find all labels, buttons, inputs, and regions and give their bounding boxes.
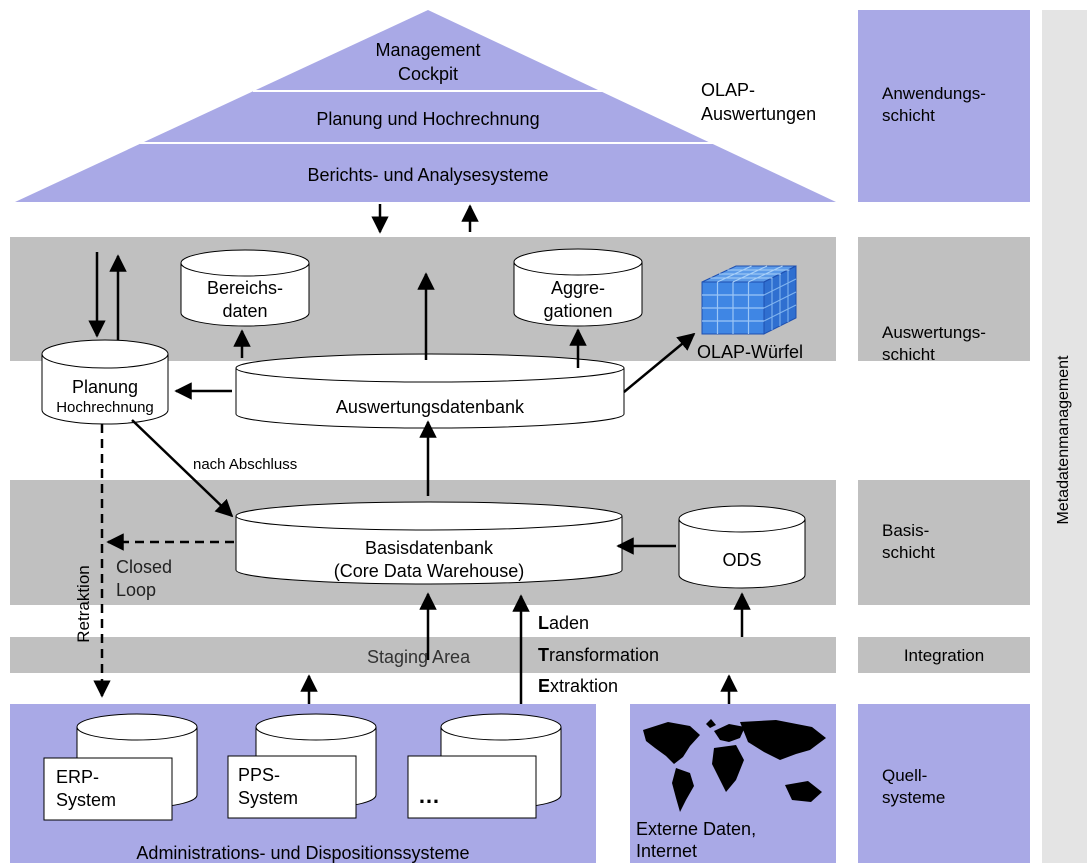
layer-box-auswertung — [858, 237, 1030, 361]
closed-loop-label: Closed Loop — [116, 557, 173, 600]
etl-transformation-rest: ransformation — [549, 645, 660, 665]
etl-extraktion-initial: E — [538, 676, 551, 696]
basisdatenbank-label: Basisdatenbank (Core Data Warehouse) — [333, 538, 525, 581]
more-label: … — [418, 783, 440, 808]
layer-box-quell — [858, 704, 1030, 863]
layer-box-anwendung — [858, 10, 1030, 202]
pyramid-top-label: Management Cockpit — [375, 40, 481, 84]
more-box — [407, 755, 537, 819]
staging-area-label: Staging Area — [367, 647, 471, 667]
pyramid-bottom-label: Berichts- und Analysesysteme — [307, 165, 549, 185]
world-map-icon — [643, 719, 826, 812]
etl-extraktion-rest: xtraktion — [550, 676, 619, 696]
ods-label: ODS — [722, 550, 762, 570]
pps-label: PPS- System — [238, 765, 299, 808]
retraktion-label: Retraktion — [74, 565, 93, 643]
etl-laden-initial: L — [538, 613, 549, 633]
basisdatenbank-cylinder — [235, 501, 623, 585]
arrow-nach-abschluss — [131, 419, 234, 518]
etl-laden-label: Laden — [538, 612, 589, 634]
erp-box — [43, 757, 173, 821]
arrow-to-olap-cube — [623, 332, 696, 393]
olap-auswertungen-label: OLAP- Auswertungen — [701, 80, 817, 124]
bereichsdaten-label: Bereichs- daten — [206, 278, 284, 321]
planung-sub-label: Hochrechnung — [56, 399, 154, 416]
layer-label-auswertung: Auswertungs- schicht — [882, 323, 986, 364]
pyramid — [15, 10, 836, 202]
planung-cylinder — [41, 339, 169, 425]
staging-band — [10, 637, 836, 673]
aggregationen-cylinder — [513, 248, 643, 327]
layer-label-quell: Quell- systeme — [882, 766, 946, 807]
auswertung-band — [10, 237, 836, 361]
bereichsdaten-cylinder — [180, 249, 310, 327]
pps-box — [227, 755, 357, 819]
nach-abschluss-label: nach Abschluss — [193, 456, 298, 473]
olap-cube-icon — [701, 265, 797, 335]
layer-box-basis — [858, 480, 1030, 605]
etl-transformation-label: Transformation — [538, 644, 659, 666]
etl-transformation-initial: T — [538, 645, 549, 665]
layer-label-integration: Integration — [903, 646, 985, 665]
erp-label: ERP- System — [56, 767, 117, 810]
auswertungsdatenbank-cylinder — [235, 353, 625, 429]
ods-cylinder — [678, 505, 806, 589]
layer-label-basis: Basis- schicht — [882, 521, 935, 562]
auswertungsdatenbank-label: Auswertungsdatenbank — [335, 397, 525, 417]
external-data-label: Externe Daten, Internet — [636, 819, 757, 861]
metadata-label: Metadatenmanagement — [1055, 355, 1072, 525]
etl-extraktion-label: Extraktion — [538, 675, 618, 697]
planung-title-label: Planung — [71, 377, 139, 397]
etl-laden-rest: aden — [549, 613, 590, 633]
olap-wuerfel-label: OLAP-Würfel — [697, 342, 804, 362]
layer-label-anwendung: Anwendungs- schicht — [882, 84, 986, 125]
admin-systems-label: Administrations- und Dispositionssysteme — [136, 843, 470, 863]
layer-box-integration — [858, 637, 1030, 673]
aggregationen-label: Aggre- gationen — [543, 278, 613, 321]
metadata-column — [1042, 10, 1087, 863]
pyramid-middle-label: Planung und Hochrechnung — [316, 109, 540, 129]
